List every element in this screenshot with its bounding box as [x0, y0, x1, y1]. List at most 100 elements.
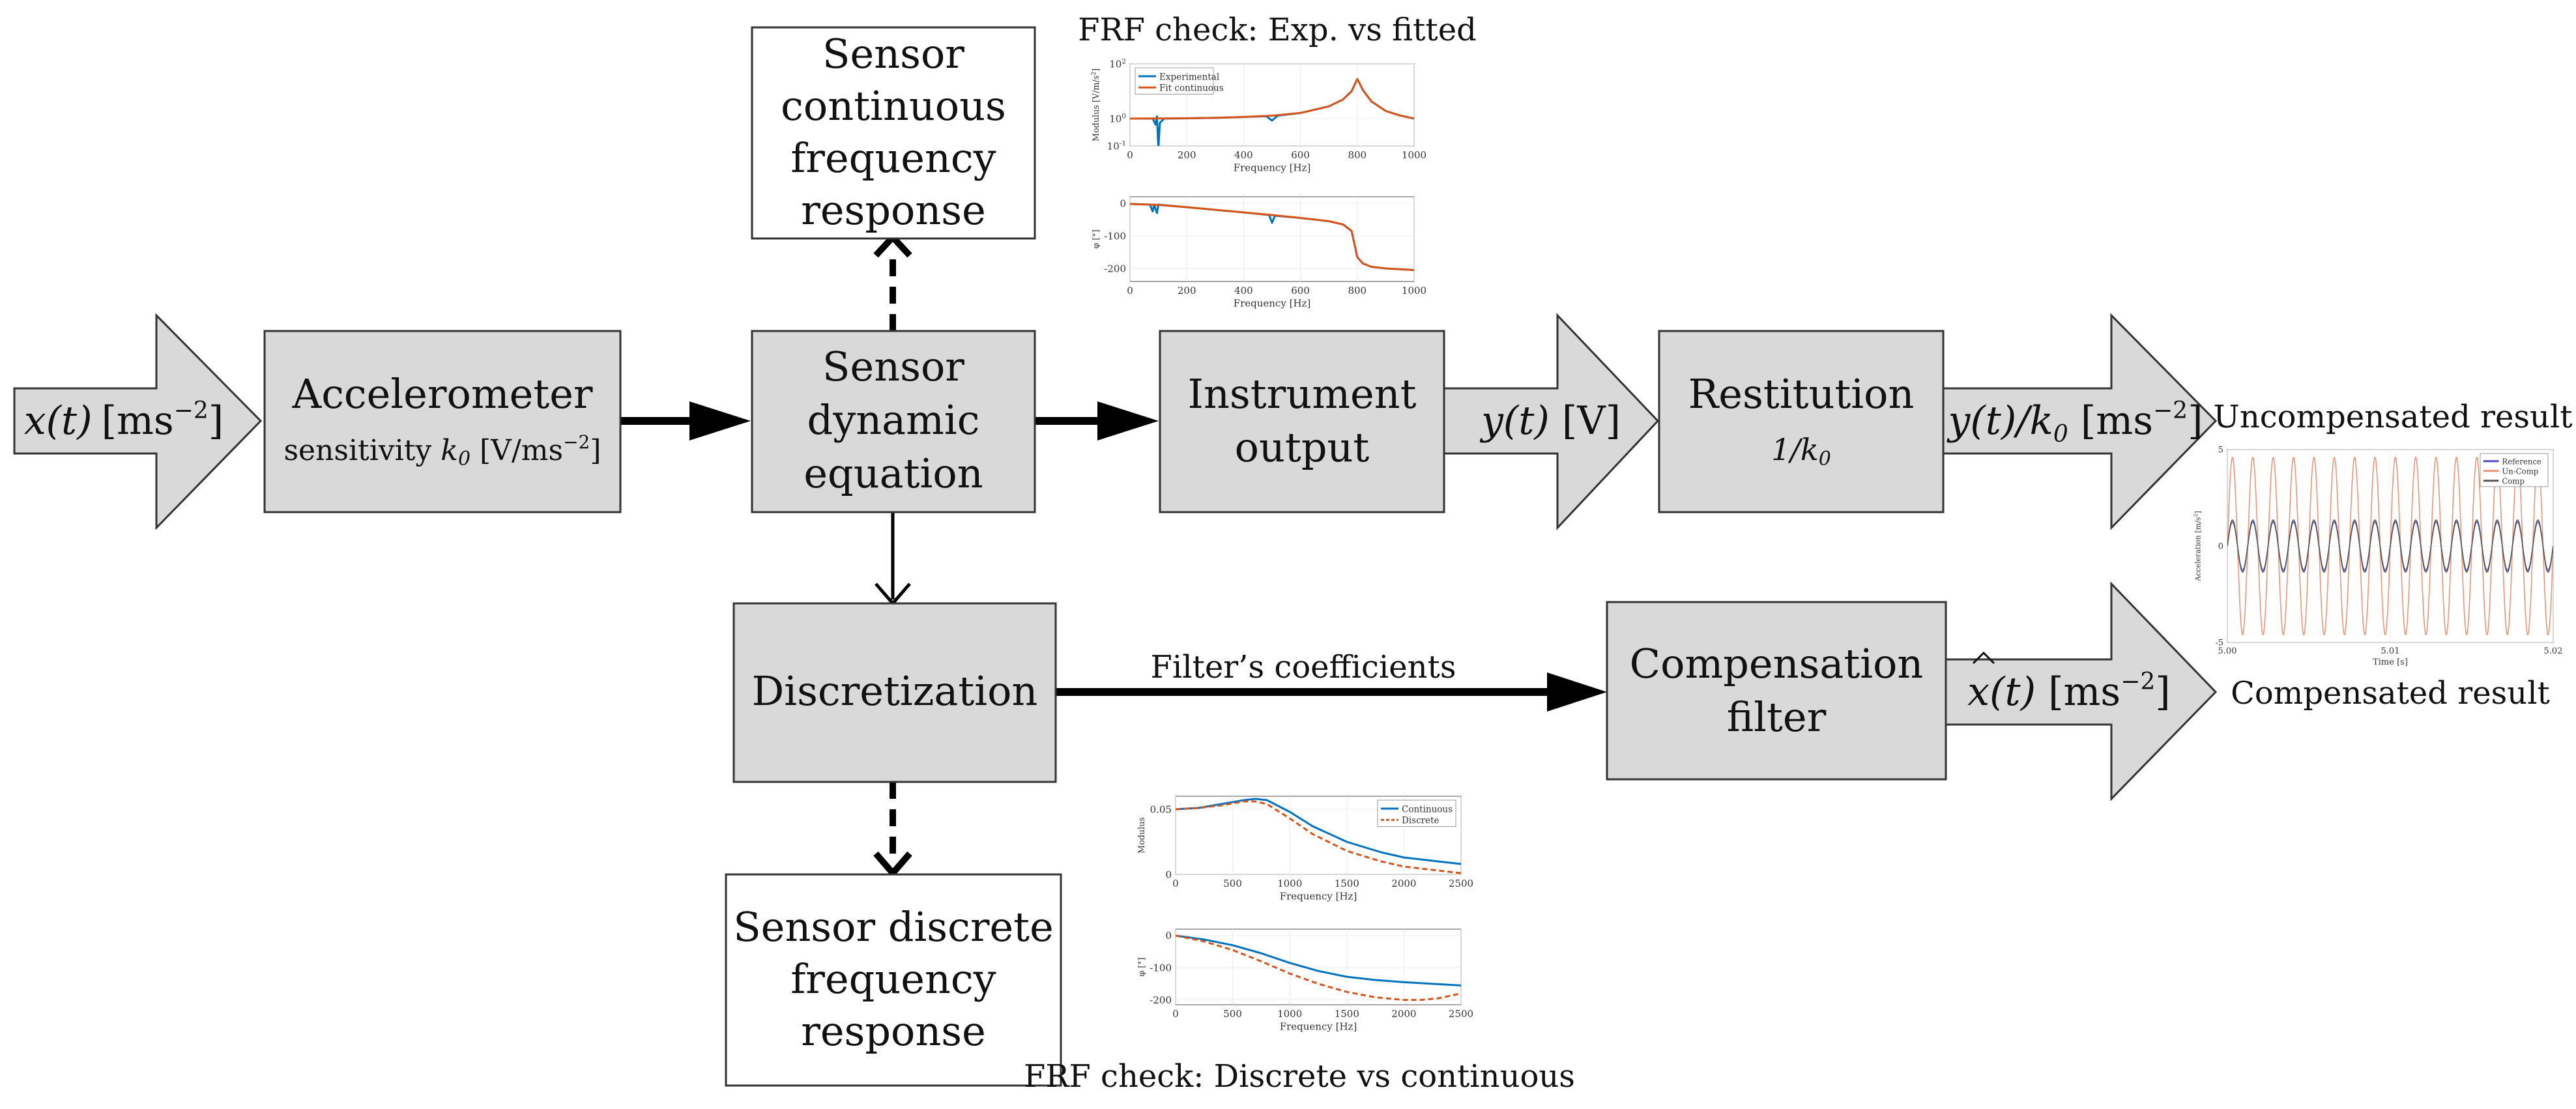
input-signal-label: x(t)[ms−2] [24, 397, 224, 444]
time-response-ytick-label: 5 [2218, 446, 2223, 455]
frf-top-phase-frame [1129, 196, 1415, 282]
frf-bottom-phase-ytick-label: -200 [1150, 994, 1172, 1006]
frf-top-modulus-ytick-exp: 0 [1122, 112, 1126, 120]
frf-top-modulus-xtick-label: 800 [1348, 149, 1367, 161]
time-response-xtick-label: 5.02 [2544, 646, 2563, 656]
compensated-signal-func: x(t) [1967, 669, 2036, 715]
sensor-dynamic-line-3: equation [803, 450, 983, 497]
frf-top-modulus-ytick-base: 10 [1109, 58, 1122, 70]
frf-bottom-modulus-ytick-label: 0.05 [1150, 803, 1172, 815]
accelerometer-box [263, 330, 622, 513]
arrowhead-sensor-to-instrument [1097, 401, 1159, 440]
time-response-ytick-label: -5 [2215, 639, 2223, 648]
frf-bottom-phase-plot [1176, 934, 1461, 1001]
compensation-filter-line-2: filter [1727, 693, 1827, 741]
sensor-dynamic-box [751, 330, 1036, 513]
frf-bottom-modulus-xtick-label: 0 [1172, 878, 1179, 889]
time-response-legend-label-1: Un-Comp [2502, 467, 2538, 476]
uncompensated-signal-unit: [ms [2068, 398, 2153, 444]
accelerometer-sub-text: sensitivity [283, 434, 441, 467]
frf-top-modulus-xtick-label: 200 [1178, 149, 1196, 161]
sensor-discrete-line-1: Sensor discrete [733, 903, 1054, 951]
time-response-ytick-label: 0 [2218, 542, 2223, 552]
voltage-signal-arrow [1443, 313, 1660, 530]
accelerometer-title: Accelerometer [291, 370, 592, 418]
frf-bottom-modulus-ylabel: Modulus [1137, 817, 1147, 854]
frf-top-modulus-ylabel-text: Modulus [V/m/s [1092, 76, 1101, 141]
sensor-continuous-box [751, 26, 1036, 240]
frf-top-modulus-ytick-base: 10 [1109, 113, 1122, 124]
compensated-signal-exp: −2 [2120, 669, 2155, 695]
uncompensated-signal-exp: −2 [2153, 397, 2188, 424]
restitution-title: Restitution [1688, 370, 1915, 418]
input-signal-unit: [ms [102, 398, 174, 444]
frf-top-phase-xtick-label: 1000 [1402, 285, 1426, 296]
frf-bottom-phase-frame [1175, 929, 1462, 1005]
time-response-legend-label-0: Reference [2502, 457, 2541, 466]
frf-top-modulus-xtick-label: 600 [1291, 149, 1310, 161]
compensation-filter-box [1606, 601, 1947, 781]
frf-top-phase-xlabel: Frequency [Hz] [1234, 298, 1311, 310]
filter-coefficients-label: Filter’s coefficients [1151, 649, 1456, 685]
frf-bottom-modulus-xlabel: Frequency [Hz] [1280, 891, 1357, 902]
sensor-discrete-box [725, 873, 1062, 1087]
frf-top-phase-ytick-label: -100 [1104, 230, 1126, 242]
frf-bottom-modulus-xtick-label: 1500 [1335, 878, 1359, 889]
frf-bottom-modulus-xtick-label: 2500 [1449, 878, 1473, 889]
frf-top-modulus-ytick-label: 102 [1109, 57, 1126, 70]
frf-bottom-modulus-series-0 [1176, 798, 1461, 865]
accelerometer-sub-idx: 0 [458, 448, 470, 470]
sensor-dynamic-line-2: dynamic [807, 396, 980, 444]
sensor-continuous-line-1: Sensor [822, 30, 964, 78]
frf-top-phase-ytick-label: 0 [1120, 197, 1126, 209]
frf-bottom-modulus-legend-label-1: Discrete [1402, 816, 1440, 826]
frf-top-phase-plot [1130, 203, 1414, 271]
frf-top-phase-ylabel-text: φ [°] [1092, 229, 1101, 248]
input-signal-arrow [13, 313, 263, 530]
frf-bottom-modulus-legend-box [1377, 799, 1456, 827]
uncompensated-signal-func: y(t)/k [1946, 398, 2053, 444]
frf-bottom-modulus-xtick-label: 1000 [1277, 878, 1302, 889]
sensor-continuous-line-4: response [801, 186, 986, 234]
frf-bottom-phase-series-0 [1176, 934, 1461, 987]
uncompensated-signal-close: ] [2188, 398, 2203, 444]
frf-bottom-modulus-series-1 [1176, 800, 1461, 874]
sensor-discrete-line-2: frequency [790, 955, 996, 1003]
frf-bottom-modulus-plot [1176, 798, 1461, 874]
frf-top-phase-xtick-label: 400 [1234, 285, 1253, 296]
frf-top-modulus-legend-label-0: Experimental [1159, 72, 1219, 82]
discretization-box [732, 602, 1057, 783]
frf-top-modulus-ytick-label: 100 [1109, 112, 1126, 124]
restitution-sub-k: 1/k [1771, 432, 1819, 467]
frf-top-modulus-xlabel: Frequency [Hz] [1234, 162, 1311, 174]
time-response-legend-label-2: Comp [2502, 476, 2525, 485]
frf-bottom-phase-xlabel: Frequency [Hz] [1280, 1021, 1357, 1033]
arrowhead-accel-to-sensor [689, 401, 751, 440]
frf-top-caption: FRF check: Exp. vs fitted [1078, 12, 1477, 48]
instrument-output-line-2: output [1235, 424, 1370, 471]
frf-top-modulus-legend-box [1135, 67, 1214, 94]
time-response-ylabel-close: ] [2193, 511, 2202, 513]
frf-bottom-phase-ytick-label: 0 [1165, 930, 1172, 942]
frf-top-modulus-plot [1130, 78, 1414, 146]
frf-bottom-phase-xtick-label: 1500 [1335, 1008, 1359, 1020]
arrowhead-sensor-to-continuous [873, 232, 912, 258]
frf-top-phase-xtick-label: 800 [1348, 285, 1367, 296]
time-response-series-2 [2227, 519, 2553, 573]
frf-top-phase-series-1 [1130, 203, 1414, 271]
sensor-continuous-line-3: frequency [790, 134, 996, 182]
restitution-subtitle: 1/k0 [1771, 432, 1831, 470]
sensor-discrete-line-3: response [801, 1007, 986, 1055]
frf-bottom-phase-xtick-label: 1000 [1277, 1008, 1302, 1020]
voltage-signal-label: y(t) [V] [1479, 398, 1621, 444]
compensated-signal-close: ] [2155, 669, 2170, 715]
compensated-result-label: Compensated result [2231, 675, 2550, 712]
accelerometer-sub-k: k [441, 434, 458, 467]
